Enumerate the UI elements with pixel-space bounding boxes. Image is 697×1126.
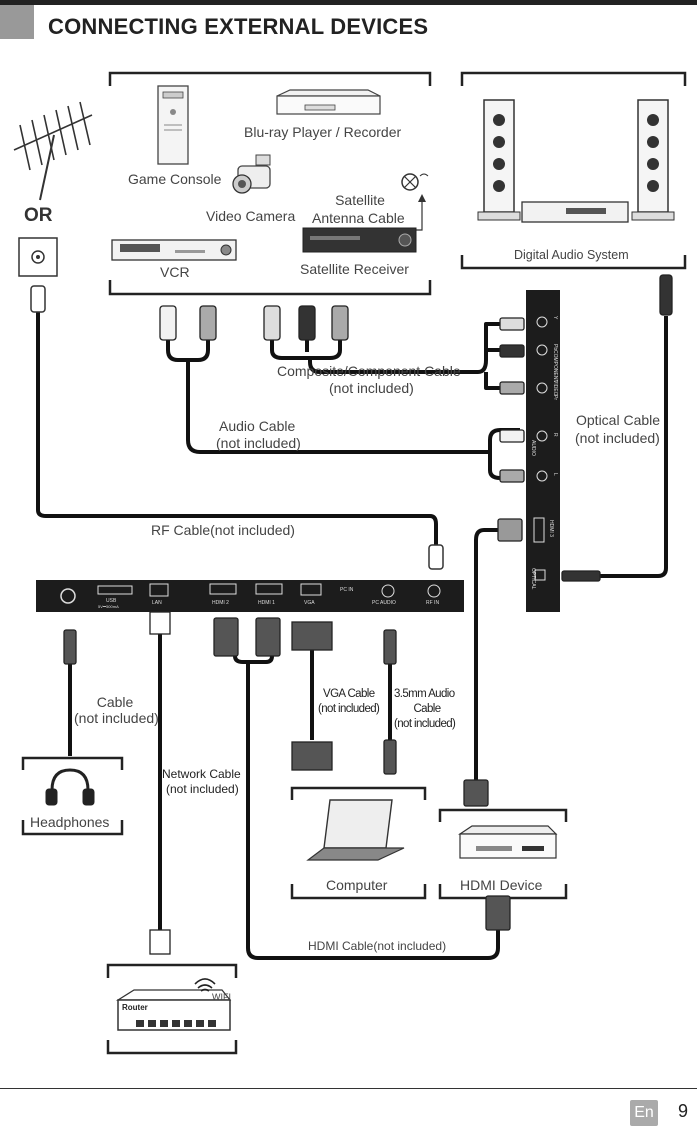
hdmi-device-label: HDMI Device: [460, 877, 543, 893]
vga-cable-note: (not included): [318, 703, 380, 715]
language-badge: En: [630, 1100, 658, 1126]
game-console-icon: [157, 85, 189, 165]
pc-in-port-label: PC IN: [340, 587, 354, 593]
speaker-left-icon: [477, 99, 521, 221]
optical-cable-label: Optical Cable: [576, 412, 661, 428]
wall-socket-icon: [18, 237, 58, 277]
audio-port-label: AUDIO: [530, 440, 536, 456]
audio35-cable-note: (not included): [394, 718, 456, 730]
l-port-label: L: [552, 473, 558, 476]
vga-cable-label: VGA Cable: [323, 688, 375, 700]
rf-cable-label: RF Cable(not included): [151, 522, 295, 538]
digital-audio-label: Digital Audio System: [514, 248, 629, 262]
satellite-receiver-label: Satellite Receiver: [300, 261, 409, 277]
pr-port-label: Pr: [552, 395, 558, 400]
audio35-cable-label: 3.5mm Audio: [394, 688, 455, 700]
speaker-right-icon: [631, 99, 675, 221]
footer-rule: [0, 1088, 697, 1089]
optical-port-label: OPTICAL: [530, 568, 536, 590]
rf-in-port-label: RF IN: [426, 600, 439, 606]
antenna-cable-label: Antenna Cable: [312, 210, 405, 226]
top-rule: [0, 0, 697, 5]
y-port-label: Y: [552, 316, 558, 320]
section-marker: [0, 5, 34, 39]
rf-plug-top: [30, 285, 46, 313]
bluray-player-icon: [276, 89, 381, 115]
side-port-panel: [526, 290, 560, 612]
network-cable-note: (not included): [166, 782, 239, 796]
laptop-icon: [306, 799, 405, 861]
composite-cable-label: Composite/Component Cable: [277, 363, 461, 379]
vcr-label: VCR: [160, 264, 190, 280]
hdmi2-port-label: HDMI 2: [212, 600, 229, 606]
component-port-label: COMPONENT: [552, 350, 558, 383]
satellite-receiver-icon: [302, 227, 417, 253]
antenna-icon: [13, 101, 93, 201]
pc-audio-port-label: PC AUDIO: [372, 600, 396, 606]
rf-plug-bottom: [428, 544, 444, 570]
hdmi1-port-label: HDMI 1: [258, 600, 275, 606]
video-port-label: VIDEO: [552, 380, 558, 396]
computer-label: Computer: [326, 877, 388, 893]
vga-port-label: VGA: [304, 600, 315, 606]
video-camera-icon: [232, 154, 271, 194]
hdmi-device-icon: [458, 825, 558, 859]
audio-cable-note: (not included): [216, 435, 301, 451]
satellite-dish-icon: [401, 173, 429, 231]
rca-plugs: [159, 305, 349, 341]
hdmi3-port-label: HDMI 3: [548, 520, 554, 537]
usb-rating-label: 5V⎓500mA: [98, 604, 119, 609]
bottom-port-panel: [36, 580, 464, 612]
headphones-icon: [45, 768, 95, 806]
or-label: OR: [24, 205, 53, 226]
r-port-label: R: [552, 433, 558, 437]
page-title: CONNECTING EXTERNAL DEVICES: [48, 14, 429, 39]
optical-cable-note: (not included): [575, 430, 660, 446]
wifi-label: WIFI: [212, 992, 231, 1002]
audio-cable-label: Audio Cable: [219, 418, 296, 434]
headphone-cable-label: Cable: [96, 694, 134, 710]
vcr-icon: [111, 239, 237, 261]
headphones-label: Headphones: [30, 814, 110, 830]
hdmi-cable-label: HDMI Cable(not included): [308, 939, 447, 953]
satellite-label: Satellite: [335, 192, 385, 208]
router-icon: [115, 978, 232, 1031]
composite-cable-note: (not included): [329, 380, 414, 396]
pb-port-label: Pb: [552, 344, 558, 350]
headphone-cable-note: (not included): [74, 710, 159, 726]
bluray-label: Blu-ray Player / Recorder: [244, 124, 402, 140]
network-cable-label: Network Cable: [162, 767, 241, 781]
audio35-cable-label-2: Cable: [413, 703, 441, 715]
router-label: Router: [122, 1003, 148, 1012]
video-camera-label: Video Camera: [206, 208, 296, 224]
usb-port-label: USB: [106, 598, 117, 604]
audio-receiver-icon: [521, 201, 629, 223]
lan-port-label: LAN: [152, 600, 162, 606]
page-number: 9: [678, 1101, 689, 1121]
game-console-label: Game Console: [128, 171, 222, 187]
